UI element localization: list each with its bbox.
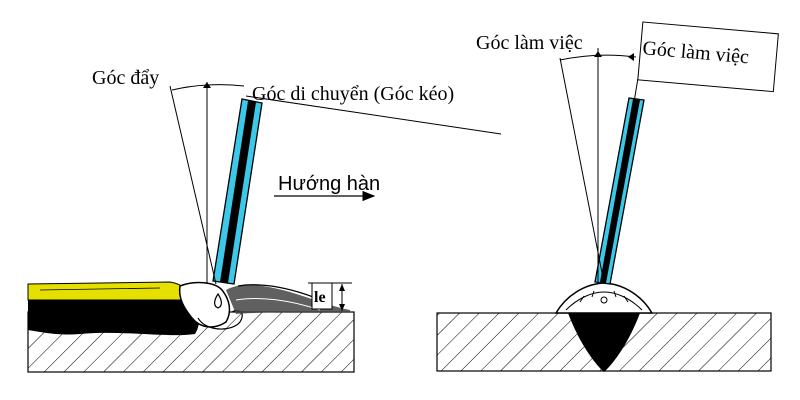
stickout-label-box [311,282,333,310]
welding-direction-label: Hướng hàn [278,173,380,195]
travel-angle-label: Góc di chuyển (Góc kéo) [252,83,454,105]
work-angle-line-right [603,47,644,284]
travel-angle-arc [206,84,245,87]
push-angle-label: Góc đẩy [92,67,159,89]
left-electrode [212,98,263,285]
right-cap-ripples [579,290,629,304]
left-diagram: le Góc đẩy Góc di chuyển (Góc kéo) Hướng… [27,67,502,373]
work-angle-line-left [559,57,605,284]
right-diagram: Góc làm việc Góc làm việc [436,21,779,372]
left-slag-layer [27,281,187,301]
left-weld-bead [28,292,199,336]
right-weld-penetration [568,313,640,372]
work-angle-label-box [637,21,779,93]
travel-angle-line [245,95,502,135]
right-weld-cap [554,282,654,314]
stickout-label: le [314,289,326,306]
left-molten-pool [178,281,231,328]
push-angle-line [169,85,217,285]
droplet-icon [214,292,222,309]
push-angle-arc [171,84,208,91]
work-angle-label-left: Góc làm việc [476,32,583,54]
